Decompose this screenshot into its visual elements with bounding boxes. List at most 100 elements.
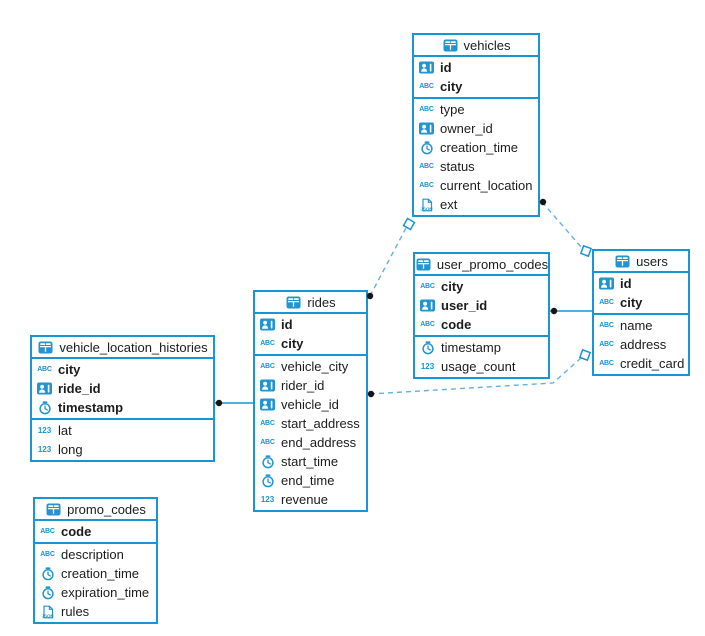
column-row-vehicle_city[interactable]: ABC vehicle_city <box>255 357 366 376</box>
column-name: timestamp <box>58 400 124 415</box>
column-name: code <box>441 317 472 332</box>
table-icon <box>415 258 432 271</box>
id-card-icon <box>598 277 615 290</box>
column-row-end_time[interactable]: end_time <box>255 471 366 490</box>
string-type-icon: ABC <box>420 283 435 290</box>
column-row-id[interactable]: id <box>255 315 366 334</box>
column-row-ride_id[interactable]: ride_id <box>32 379 213 398</box>
column-row-type[interactable]: ABC type <box>414 100 538 119</box>
column-name: code <box>61 524 92 539</box>
column-row-start_time[interactable]: start_time <box>255 452 366 471</box>
column-name: expiration_time <box>61 585 150 600</box>
clock-icon <box>259 454 276 469</box>
column-row-creation_time[interactable]: creation_time <box>414 138 538 157</box>
column-name: type <box>440 102 465 117</box>
number-type-icon: 123 <box>37 425 52 435</box>
string-type-icon: ABC <box>260 363 275 370</box>
table-header-users[interactable]: users <box>594 251 688 273</box>
json-icon: JSON <box>418 198 435 212</box>
clock-icon <box>259 473 276 488</box>
table-header-user_promo_codes[interactable]: user_promo_codes <box>415 254 548 276</box>
column-name: id <box>620 276 632 291</box>
table-header-promo_codes[interactable]: promo_codes <box>35 499 156 521</box>
column-name: credit_card <box>620 356 685 371</box>
relation-dot <box>539 198 547 206</box>
table-header-vehicle_location_histories[interactable]: vehicle_location_histories <box>32 337 213 359</box>
clock-icon <box>36 400 53 415</box>
column-name: id <box>440 60 452 75</box>
string-type-icon: ABC <box>40 528 55 535</box>
table-name: user_promo_codes <box>436 256 549 272</box>
relation-dot <box>550 307 558 315</box>
relation-square-marker <box>402 217 416 231</box>
column-row-id[interactable]: id <box>594 274 688 293</box>
column-row-timestamp[interactable]: timestamp <box>415 338 548 357</box>
svg-text:JSON: JSON <box>41 613 53 618</box>
string-type-icon: ABC <box>419 106 434 113</box>
column-row-expiration_time[interactable]: expiration_time <box>35 583 156 602</box>
column-row-code[interactable]: ABC code <box>415 315 548 334</box>
id-card-icon <box>419 299 436 312</box>
table-header-vehicles[interactable]: vehicles <box>414 35 538 57</box>
column-row-owner_id[interactable]: owner_id <box>414 119 538 138</box>
table-icon <box>45 503 62 516</box>
column-row-timestamp[interactable]: timestamp <box>32 398 213 417</box>
column-row-creation_time[interactable]: creation_time <box>35 564 156 583</box>
column-name: ride_id <box>58 381 101 396</box>
column-row-code[interactable]: ABC code <box>35 522 156 541</box>
column-name: description <box>61 547 124 562</box>
column-name: status <box>440 159 475 174</box>
string-type-icon: ABC <box>260 340 275 347</box>
string-type-icon: ABC <box>599 322 614 329</box>
column-row-vehicle_id[interactable]: vehicle_id <box>255 395 366 414</box>
column-row-rider_id[interactable]: rider_id <box>255 376 366 395</box>
string-type-icon: ABC <box>260 439 275 446</box>
clock-icon <box>418 140 435 155</box>
table-name: vehicle_location_histories <box>59 339 208 355</box>
column-name: timestamp <box>441 340 501 355</box>
column-name: usage_count <box>441 359 516 374</box>
column-row-id[interactable]: id <box>414 58 538 77</box>
id-card-icon <box>259 379 276 392</box>
string-type-icon: ABC <box>420 321 435 328</box>
id-card-icon <box>259 318 276 331</box>
column-name: vehicle_city <box>281 359 349 374</box>
column-row-user_id[interactable]: user_id <box>415 296 548 315</box>
table-header-rides[interactable]: rides <box>255 292 366 314</box>
table-name: users <box>636 253 668 269</box>
